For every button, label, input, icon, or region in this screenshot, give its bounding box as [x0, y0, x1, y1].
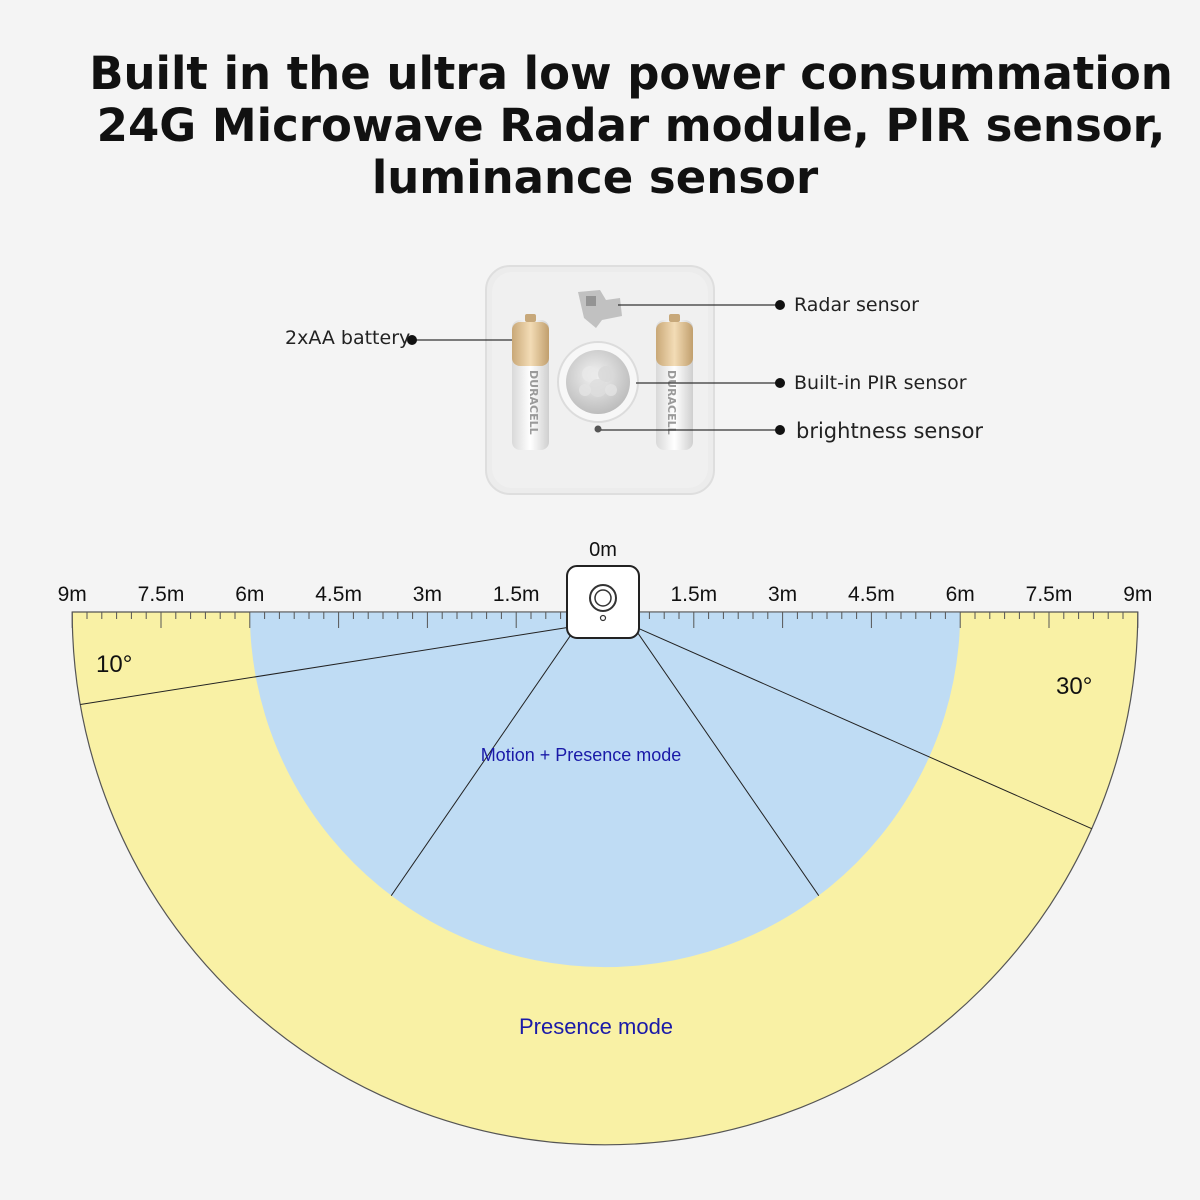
right-distance-labels: 1.5m 3m 4.5m 6m 7.5m 9m [670, 583, 1152, 606]
callout-pir: Built-in PIR sensor [794, 372, 967, 394]
battery-left-icon: DURACELL [512, 314, 549, 450]
distance-tick-label: 6m [235, 583, 264, 606]
distance-tick-label: 1.5m [493, 583, 540, 606]
detection-ray [390, 625, 578, 896]
pir-lens-icon [557, 341, 639, 423]
callout-dots [407, 300, 785, 435]
distance-tick-label: 9m [58, 583, 87, 606]
distance-tick-label: 7.5m [1026, 583, 1073, 606]
callout-brightness: brightness sensor [796, 419, 984, 443]
battery-right-icon: DURACELL [656, 314, 693, 450]
angle-left-label: 10° [96, 651, 132, 678]
detection-rays [80, 625, 1092, 896]
detection-ray [80, 625, 578, 706]
distance-tick-label: 9m [1123, 583, 1152, 606]
headline-line-2: 24G Microwave Radar module, PIR sensor, [96, 99, 1166, 152]
distance-tick-label: 7.5m [138, 583, 185, 606]
outer-zone-label: Presence mode [519, 1014, 673, 1039]
brightness-sensor-icon [594, 425, 602, 433]
distance-tick-label: 1.5m [670, 583, 717, 606]
callout-radar: Radar sensor [794, 294, 919, 316]
angle-right-label: 30° [1056, 673, 1092, 700]
center-device-icon [566, 565, 640, 639]
distance-tick-label: 3m [413, 583, 442, 606]
radar-module-icon [578, 290, 622, 328]
distance-tick-label: 3m [768, 583, 797, 606]
left-distance-labels: 9m 7.5m 6m 4.5m 3m 1.5m [58, 583, 540, 606]
sensor-device: DURACELL DURACELL [485, 265, 715, 495]
detection-ray [632, 625, 820, 896]
battery-left-brand: DURACELL [527, 370, 540, 435]
headline-line-1: Built in the ultra low power consummatio… [89, 47, 1173, 100]
headline-line-3: luminance sensor [371, 151, 819, 204]
inner-zone-label: Motion + Presence mode [481, 745, 682, 765]
callout-battery: 2xAA battery [285, 327, 411, 349]
battery-right-brand: DURACELL [665, 370, 678, 435]
callout-lines [412, 304, 780, 431]
distance-tick-label: 4.5m [315, 583, 362, 606]
motion-presence-zone [249, 612, 961, 968]
headline: Built in the ultra low power consummatio… [0, 48, 1200, 204]
distance-tick-label: 4.5m [848, 583, 895, 606]
detection-ray [632, 625, 1092, 830]
center-distance-label: 0m [589, 539, 617, 561]
distance-tick-label: 6m [946, 583, 975, 606]
